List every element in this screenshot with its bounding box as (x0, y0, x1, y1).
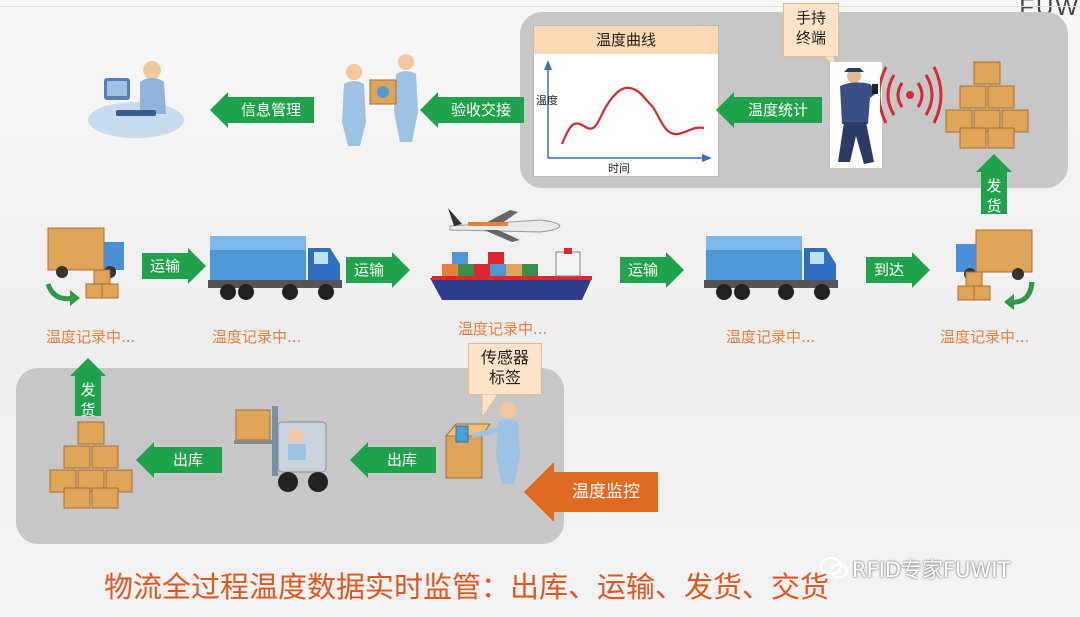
arrow-label: 发货 (75, 376, 101, 419)
handheld-terminal-callout: 手持 终端 (783, 3, 839, 57)
status-recording: 温度记录中... (212, 328, 302, 346)
rfid-signal-icon (880, 65, 950, 125)
top-rule (0, 6, 1080, 7)
container-truck-icon (208, 234, 344, 304)
arrow-ship-up: 发货 (976, 154, 1012, 215)
status-recording: 温度记录中... (458, 320, 548, 338)
arrow-label: 验收交接 (438, 97, 524, 123)
status-recording: 温度记录中... (940, 328, 1030, 346)
arrow-label: 信息管理 (228, 97, 314, 123)
watermark-text: RFID专家FUWIT (852, 558, 1011, 582)
arrow-arrive: 到达 (866, 252, 930, 288)
arrow-label: 温度监控 (554, 472, 658, 512)
arrow-transport-3: 运输 (620, 252, 684, 288)
status-recording: 温度记录中... (46, 328, 136, 346)
arrow-outbound-2: 出库 (350, 442, 436, 478)
arrow-label: 出库 (154, 447, 222, 473)
forklift-icon (232, 402, 332, 498)
container-truck-icon (704, 234, 840, 304)
sensor-tag-callout: 传感器 标签 (468, 343, 542, 395)
arrow-label: 运输 (142, 253, 188, 279)
arrow-label: 发货 (981, 172, 1007, 215)
airplane-icon (440, 204, 562, 246)
arrow-transport-1: 运输 (142, 248, 206, 284)
arrow-label: 运输 (620, 257, 666, 283)
arrow-label: 温度统计 (734, 97, 822, 123)
temperature-curve (560, 86, 705, 145)
arrow-outbound-1: 出库 (136, 442, 222, 478)
handover-people-icon (336, 50, 426, 150)
arrow-label: 出库 (368, 447, 436, 473)
arrow-transport-2: 运输 (346, 252, 410, 288)
cargo-ship-icon (428, 248, 594, 306)
worker-scanning-icon (830, 62, 882, 168)
chart-y-arrowhead (544, 60, 552, 70)
office-worker-computer-icon (86, 52, 186, 142)
arrow-ship-up: 发货 (70, 358, 106, 419)
headline: 物流全过程温度数据实时监管：出库、运输、发货、交货 (104, 570, 830, 604)
chart-title: 温度曲线 (534, 26, 718, 54)
arrow-info-management: 信息管理 (210, 92, 314, 128)
arrow-temperature-monitoring: 温度监控 (524, 462, 658, 522)
box-pyramid-icon (48, 418, 136, 510)
arrow-temperature-stats: 温度统计 (716, 92, 822, 128)
chart-xlabel: 时间 (608, 162, 630, 175)
chart-ylabel: 温度 (536, 94, 558, 107)
temperature-chart-inset: 温度曲线 温度 时间 (533, 25, 719, 177)
worker-tagging-box-icon (442, 396, 528, 488)
arrow-label: 运输 (346, 257, 392, 283)
arrow-label: 到达 (866, 257, 912, 283)
delivery-truck-unloading-icon (40, 220, 130, 310)
box-pyramid-icon (944, 58, 1032, 150)
arrow-inspect-handover: 验收交接 (420, 92, 524, 128)
callout-pointer (481, 394, 499, 420)
wechat-icon (820, 557, 848, 579)
chart-x-arrowhead (702, 154, 712, 162)
delivery-truck-unloading-icon (950, 222, 1040, 312)
status-recording: 温度记录中... (726, 328, 816, 346)
